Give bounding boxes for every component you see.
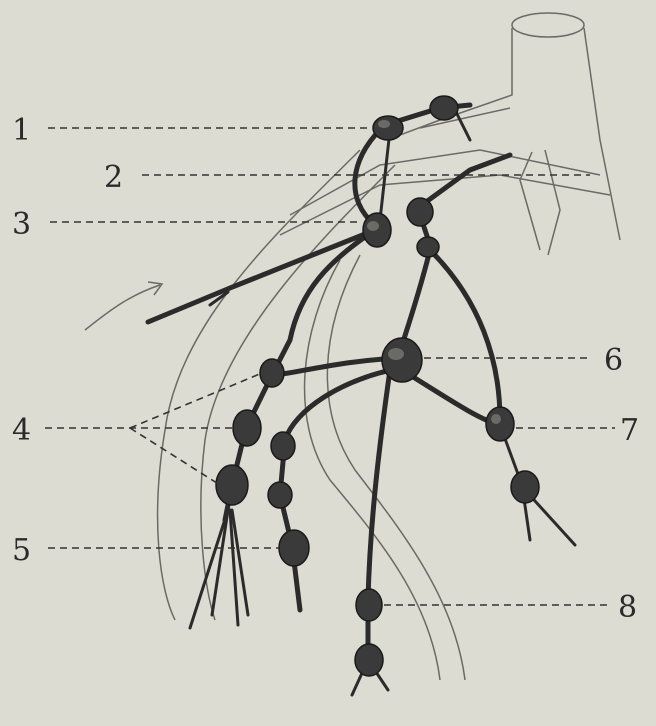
label-1: 1 — [12, 113, 31, 148]
large-vein — [400, 13, 620, 255]
muscle-sheath — [158, 150, 465, 680]
node-4a — [260, 359, 284, 387]
label-2: 2 — [104, 160, 123, 195]
label-3: 3 — [12, 207, 31, 242]
node-5 — [279, 530, 309, 566]
node-3 — [363, 213, 391, 247]
label-5: 5 — [12, 533, 31, 568]
label-6: 6 — [604, 343, 623, 378]
node-upper-mid — [407, 198, 433, 226]
node-4d — [216, 465, 248, 505]
node-bottom — [355, 644, 383, 676]
node-6 — [382, 338, 422, 382]
node-1 — [373, 116, 403, 140]
node-8 — [356, 589, 382, 621]
label-8: 8 — [618, 590, 637, 625]
label-7: 7 — [620, 413, 639, 448]
node-lower-right — [511, 471, 539, 503]
node-5a — [268, 482, 292, 508]
node-7 — [486, 407, 514, 441]
label-4: 4 — [12, 413, 31, 448]
node-top-right — [430, 96, 458, 120]
leader-4-down — [130, 428, 220, 485]
node-mid-small — [417, 237, 439, 257]
node-4b — [233, 410, 261, 446]
node-4c — [271, 432, 295, 460]
